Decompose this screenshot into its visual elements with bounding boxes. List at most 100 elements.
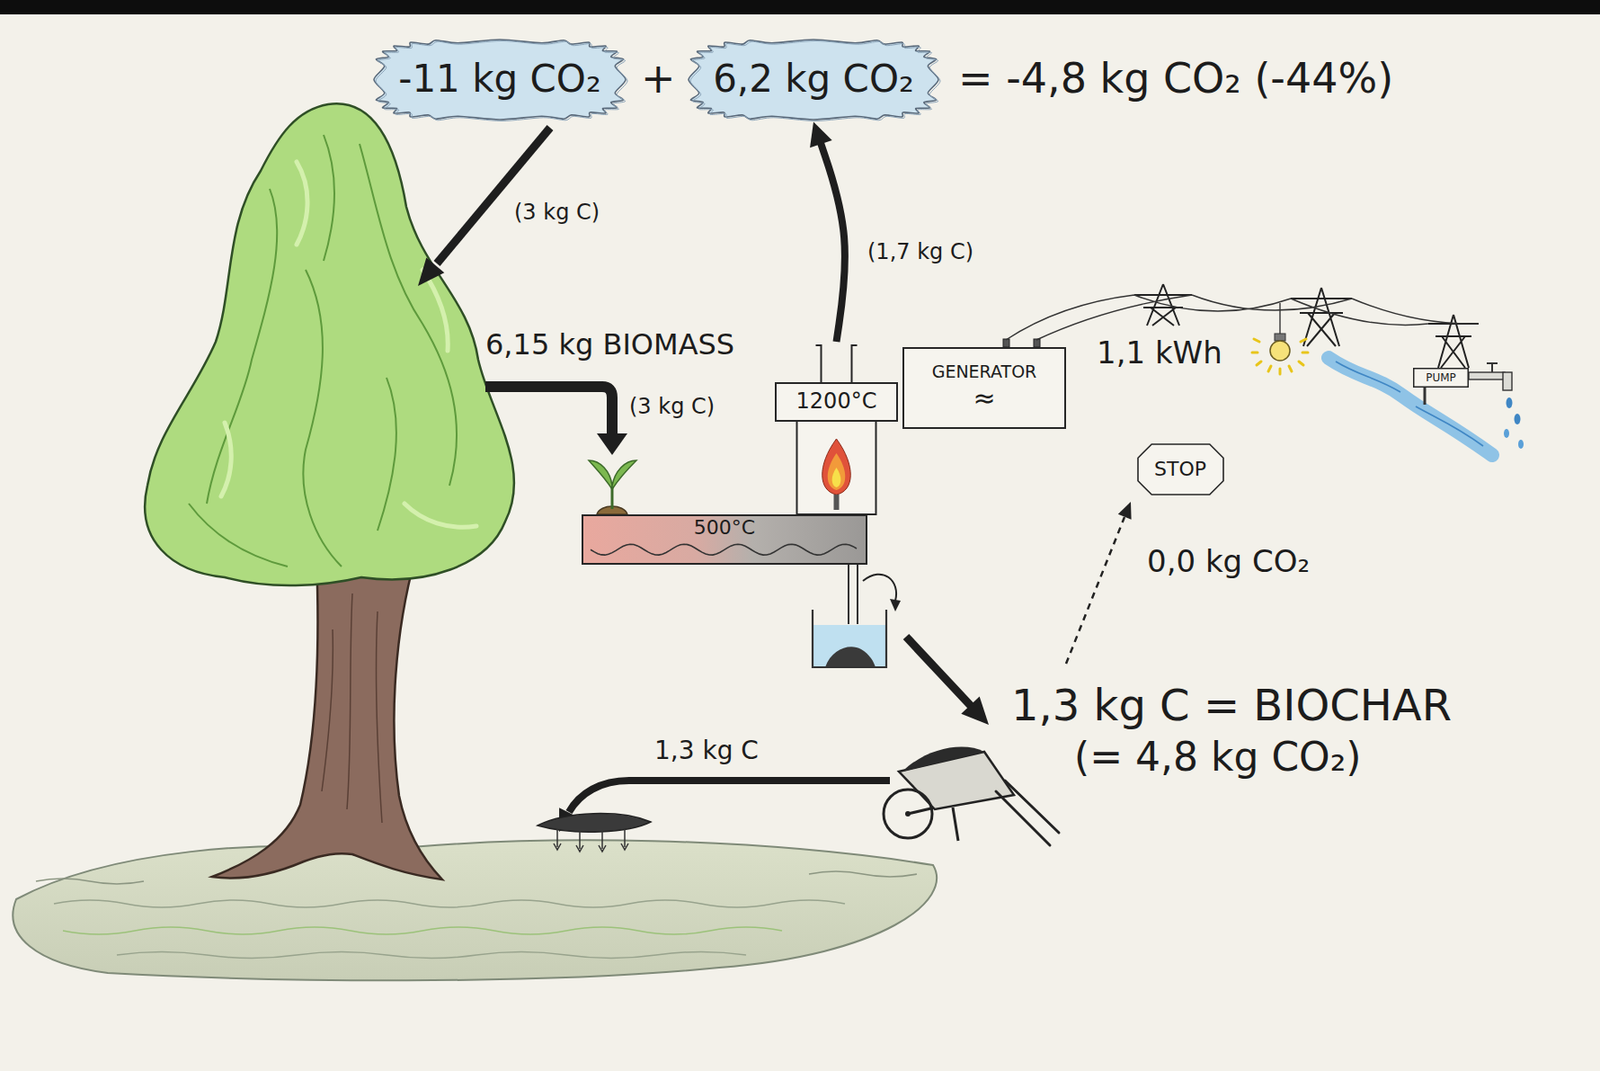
cloud-fill (688, 39, 939, 120)
wheel-hub (905, 810, 911, 817)
node-text: STOP (1154, 457, 1207, 481)
reactor-body (582, 515, 867, 564)
box-outline (1413, 368, 1469, 388)
label-anchor: (= 4,8 kg CO₂) (1074, 733, 1362, 782)
water-ripple (1335, 361, 1484, 446)
box-outline (903, 347, 1066, 428)
label-anchor: (3 kg C) (629, 393, 715, 420)
wheelbarrow-wheel (883, 789, 933, 838)
ground-scribble (116, 951, 747, 959)
frame-band (0, 0, 1600, 15)
dashed-arrow (1066, 516, 1125, 664)
cloud-sketch-line (375, 40, 628, 121)
pyrolysis-reactor: 500°C (581, 514, 868, 565)
flow-arrow (819, 140, 845, 342)
uptake-arrow (436, 127, 551, 264)
bark-line (321, 593, 383, 823)
faucet-pipe (1468, 372, 1505, 380)
dashed-arrowhead (1118, 501, 1132, 520)
small-arrowhead (889, 598, 901, 612)
combustion-box (775, 382, 898, 421)
biochar-value: 1,3 kg C = BIOCHAR (1011, 679, 1452, 732)
power-pylon (1134, 284, 1192, 326)
light-bulb (1270, 340, 1290, 361)
heat-wave (590, 543, 857, 555)
node-text: ≈ (972, 382, 996, 415)
octagon-outline (1137, 444, 1224, 495)
biochar-arrowhead (960, 696, 989, 726)
emission-value: 0,0 kg CO₂ (1146, 542, 1310, 580)
canopy-highlight (221, 161, 477, 527)
flow-value: (3 kg C) (514, 199, 600, 226)
biomass-arrowhead (596, 433, 628, 455)
bulb-socket (1274, 333, 1286, 341)
node-text: GENERATOR (932, 361, 1038, 383)
soil-arrow-small (553, 843, 629, 852)
canopy-shading (188, 134, 457, 567)
combustion-tube (797, 420, 877, 515)
biochar-load (902, 746, 985, 772)
burner-nozzle (834, 494, 840, 510)
light-ray (1252, 338, 1308, 374)
operator-sign: + (640, 53, 676, 104)
biomass-arrow (485, 386, 613, 437)
bulb-cord (1279, 302, 1280, 335)
node-text: 6,2 kg CO₂ (712, 56, 915, 102)
node-text: -11 kg CO₂ (398, 56, 602, 102)
co2-cloud: 6,2 kg CO₂ (685, 36, 942, 123)
label-anchor: (3 kg C) (514, 199, 600, 226)
node-text: 1200°C (796, 388, 878, 415)
small-arrow (862, 574, 897, 601)
flow-value: 1,3 kg C (654, 735, 759, 766)
chimney (816, 345, 858, 383)
node-text: 500°C (693, 515, 756, 540)
ground-scribble (53, 899, 845, 907)
tree-canopy (144, 103, 515, 586)
wheelbarrow-tray (898, 751, 1014, 809)
edge-label: (1,7 kg C) (864, 239, 977, 266)
ground (12, 839, 937, 980)
water-drop (1514, 413, 1521, 425)
ground-scribble (62, 926, 783, 934)
pump-box: PUMP (1413, 367, 1469, 388)
label-anchor: 6,15 kg BIOMASS (485, 327, 735, 362)
tank-water (813, 624, 886, 667)
pump-intake (1423, 387, 1427, 405)
wheelbarrow-handle (995, 780, 1059, 845)
water-drop (1518, 439, 1524, 449)
water-drop (1506, 397, 1513, 409)
uptake-arrowhead (417, 257, 445, 286)
ground-scribble (35, 871, 917, 884)
sprout-leaf (588, 460, 613, 489)
label-anchor: 1,1 kWh (1096, 334, 1223, 372)
quench-tank (812, 609, 887, 667)
cloud-sketch-line (690, 40, 941, 121)
water-stream (1328, 357, 1493, 455)
label-anchor: 1,3 kg C = BIOCHAR (1011, 679, 1452, 732)
char-pipe (848, 564, 858, 624)
char-pile (825, 646, 876, 667)
flow-value: (3 kg C) (629, 393, 715, 420)
soil-arrow-small (557, 828, 625, 849)
sprout-leaf (612, 460, 637, 489)
node-text: PUMP (1425, 371, 1457, 384)
co2-equivalent: (= 4,8 kg CO₂) (1074, 733, 1362, 782)
label-anchor: + (640, 53, 676, 104)
arrowhead (809, 122, 833, 149)
faucet-spout (1502, 372, 1512, 391)
flame (832, 467, 842, 488)
flow-connector-group (809, 122, 845, 343)
flame (827, 453, 846, 490)
co2-cloud: -11 kg CO₂ (371, 36, 629, 123)
label-anchor: = -4,8 kg CO₂ (-44%) (958, 53, 1394, 104)
biochar-in-soil (537, 813, 651, 833)
edge-label-anchor: (1,7 kg C) (864, 239, 977, 266)
flow-value: 6,15 kg BIOMASS (485, 327, 735, 362)
power-line (1005, 294, 1479, 340)
combustion-chamber: 1200°C (774, 341, 898, 516)
biochar-arrow (906, 636, 972, 707)
generator-box: GENERATOR≈ (902, 346, 1067, 429)
label-anchor: 0,0 kg CO₂ (1146, 542, 1310, 580)
balance-equation: = -4,8 kg CO₂ (-44%) (958, 53, 1394, 104)
